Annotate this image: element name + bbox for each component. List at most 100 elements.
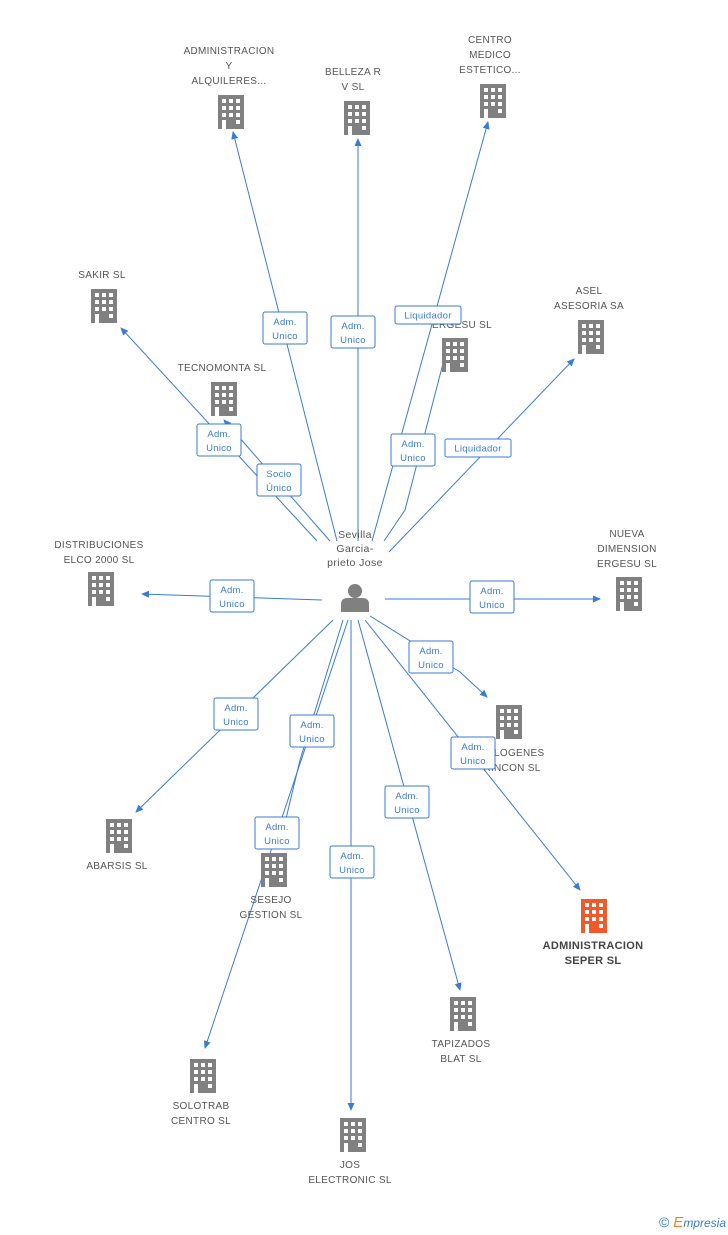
building-icon: [581, 899, 607, 933]
role-badge-box: [262, 311, 308, 345]
company-node-administracion-seper[interactable]: ADMINISTRACION SEPER SL: [543, 899, 644, 967]
company-node-halogenes-rincon[interactable]: HALOGENES RINCON SL: [480, 705, 545, 774]
copyright-icon: ©: [658, 1214, 670, 1230]
building-icon: [496, 705, 522, 739]
company-name: ASESORIA SA: [554, 301, 624, 312]
role-badge-box: [289, 714, 335, 748]
role-badge-centro-medico[interactable]: Liquidador: [394, 305, 462, 325]
role-text: Adm.: [395, 791, 418, 802]
company-node-tecnomonta[interactable]: TECNOMONTA SL: [178, 363, 267, 416]
role-badge-abarsis[interactable]: Adm.Unico: [213, 697, 259, 731]
role-badge-nueva-dimension[interactable]: Adm. Unico: [469, 580, 515, 614]
role-badge-box: [384, 785, 430, 819]
role-badge-sesejo-gestion[interactable]: Adm.Unico: [289, 714, 335, 748]
brand-logo-initial: E: [673, 1214, 684, 1231]
role-text: Unico: [400, 453, 426, 464]
edge-centro-medico: [371, 121, 490, 542]
company-name: DISTRIBUCIONES: [54, 540, 143, 551]
role-text: Unico: [460, 756, 486, 767]
company-name: RINCON SL: [483, 763, 540, 774]
building-icon: [190, 1059, 216, 1093]
role-badge-box: [469, 580, 515, 614]
role-text: Unico: [339, 865, 365, 876]
person-name: prieto Jose: [327, 557, 383, 569]
role-text: Liquidador: [454, 444, 501, 455]
role-badge-box: [256, 463, 302, 497]
role-badge-administracion-alquileres[interactable]: Adm.Unico: [262, 311, 308, 345]
company-name: ESTETICO...: [459, 65, 521, 76]
company-name: ADMINISTRACION: [184, 46, 275, 57]
role-text: Unico: [219, 599, 245, 610]
role-text: Unico: [272, 331, 298, 342]
role-text: Adm.: [480, 586, 503, 597]
role-badge-solotrab-centro[interactable]: Adm.Unico: [254, 816, 300, 850]
role-text: Adm.: [461, 742, 484, 753]
company-node-sesejo-gestion[interactable]: SESEJO GESTION SL: [239, 853, 302, 921]
role-badge-asel-asesoria[interactable]: Liquidador: [444, 438, 512, 458]
building-icon: [450, 997, 476, 1031]
role-badge-box: [213, 697, 259, 731]
company-node-abarsis[interactable]: ABARSIS SL: [86, 819, 148, 872]
company-name: ERGESU SL: [432, 320, 492, 331]
company-name: SESEJO: [250, 895, 291, 906]
company-name: SAKIR SL: [78, 270, 126, 281]
role-badge-jos-electronic[interactable]: Adm.Unico: [329, 845, 375, 879]
building-icon: [442, 338, 468, 372]
company-name: DIMENSION: [597, 544, 656, 555]
building-icon: [88, 572, 114, 606]
building-icon: [261, 853, 287, 887]
role-badge-administracion-seper[interactable]: Adm. Unico: [450, 736, 496, 770]
role-text: Unico: [206, 443, 232, 454]
company-name: SEPER SL: [565, 955, 622, 967]
company-node-belleza-r-v[interactable]: BELLEZA RV SL: [325, 67, 381, 135]
company-name: ADMINISTRACION: [543, 940, 644, 952]
building-icon: [578, 320, 604, 354]
role-text: Unico: [394, 805, 420, 816]
role-text: Adm.: [224, 703, 247, 714]
building-icon: [218, 95, 244, 129]
role-text: Adm.: [207, 429, 230, 440]
company-name: JOS: [340, 1160, 360, 1171]
role-badge-box: [196, 423, 242, 457]
role-badge-distribuciones-elco[interactable]: Adm.Unico: [209, 579, 255, 613]
role-text: Adm.: [265, 822, 288, 833]
role-badge-ergesu[interactable]: Adm. Unico: [390, 433, 436, 467]
role-badge-box: [390, 433, 436, 467]
company-name: Y: [226, 61, 233, 72]
role-text: Único: [266, 483, 292, 494]
role-text: Adm.: [401, 439, 424, 450]
role-badge-tapizados-blat[interactable]: Adm. Unico: [384, 785, 430, 819]
company-name: TAPIZADOS: [432, 1039, 491, 1050]
role-badge-halogenes-rincon[interactable]: Adm.Unico: [408, 640, 454, 674]
role-badge-box: [254, 816, 300, 850]
company-node-ergesu[interactable]: ERGESU SL: [432, 320, 492, 372]
company-name: HALOGENES: [480, 748, 545, 759]
building-icon: [106, 819, 132, 853]
company-node-administracion-alquileres[interactable]: ADMINISTRACION Y ALQUILERES...: [184, 46, 275, 129]
company-node-centro-medico[interactable]: CENTROMEDICOESTETICO...: [459, 35, 521, 118]
person-icon: [341, 584, 369, 612]
person-name: Sevilla: [338, 529, 372, 541]
role-badge-box: [408, 640, 454, 674]
company-name: ALQUILERES...: [191, 76, 266, 87]
role-text: Socio: [266, 469, 291, 480]
company-name: BELLEZA R: [325, 67, 381, 78]
company-name: GESTION SL: [239, 910, 302, 921]
role-text: Unico: [479, 600, 505, 611]
role-badge-sakir[interactable]: Adm. Unico: [196, 423, 242, 457]
role-text: Liquidador: [404, 311, 451, 322]
company-name: SOLOTRAB: [173, 1101, 230, 1112]
company-node-sakir[interactable]: SAKIR SL: [78, 270, 126, 323]
role-text: Adm.: [419, 646, 442, 657]
building-icon: [344, 101, 370, 135]
role-badge-belleza-r-v[interactable]: Adm.Unico: [330, 315, 376, 349]
